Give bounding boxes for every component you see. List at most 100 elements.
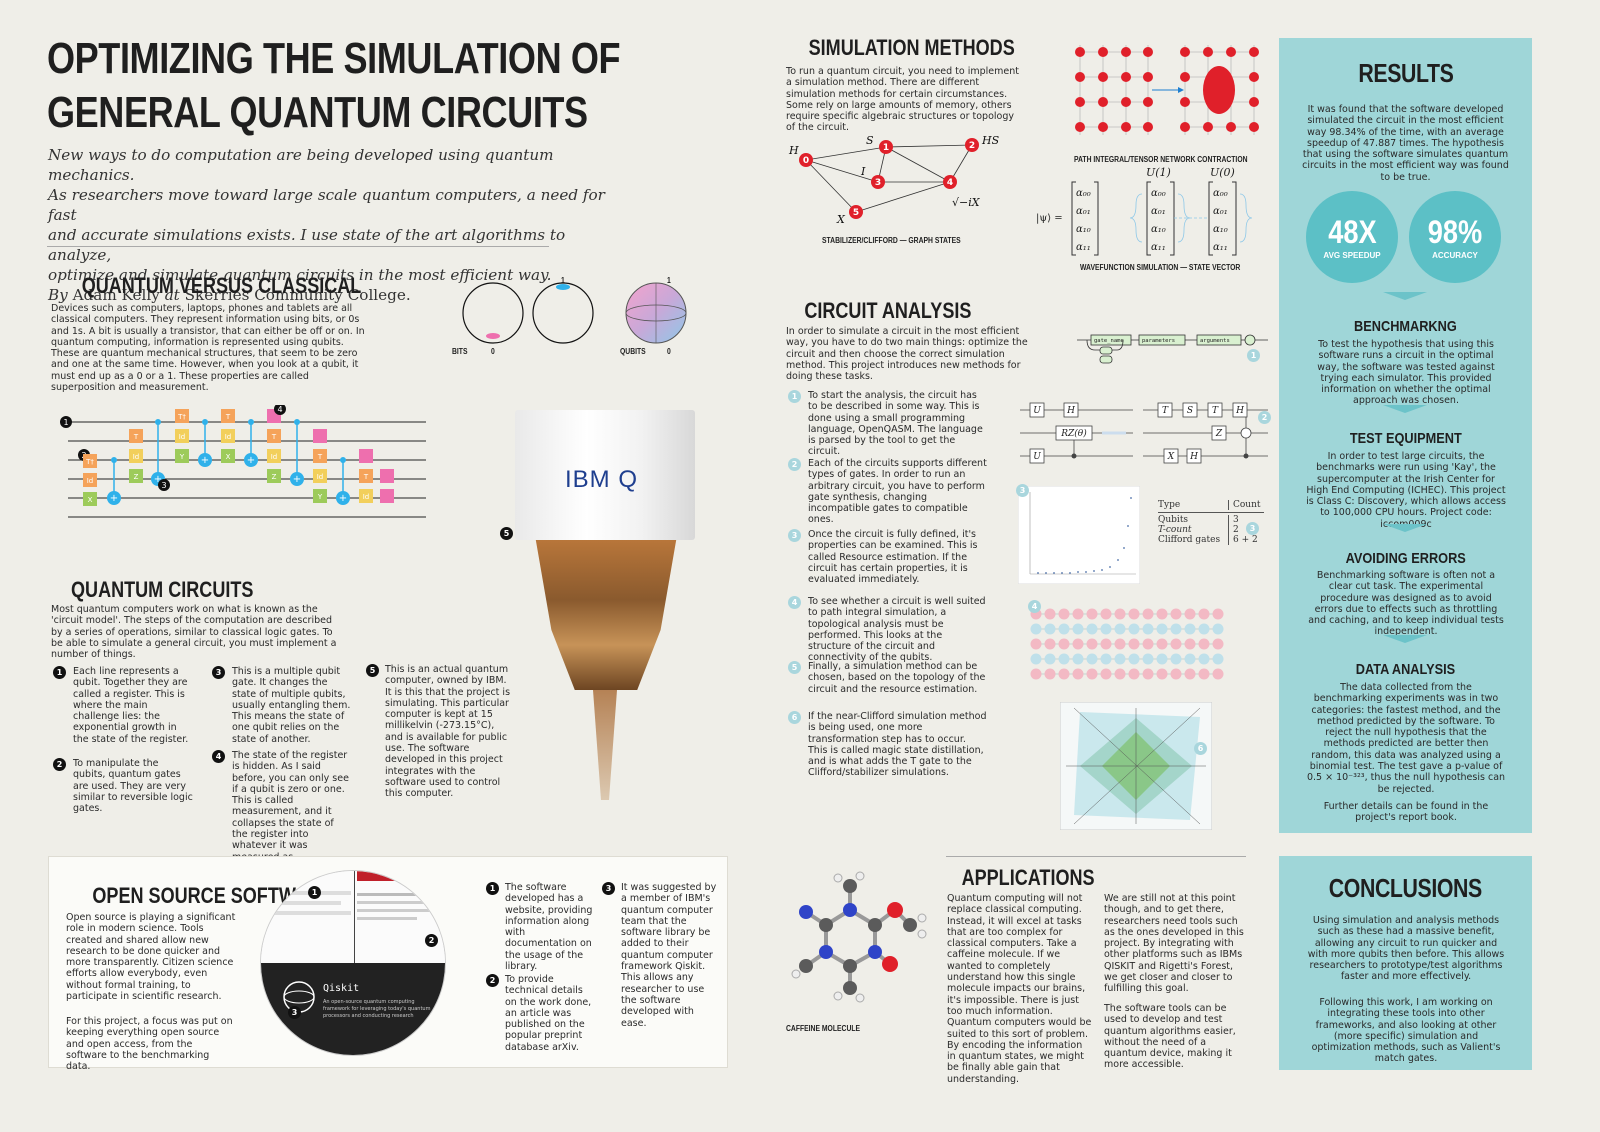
item-text: This is a multiple qubit gate. It change… (232, 666, 351, 745)
lattice-node (1086, 623, 1098, 635)
lattice-node (1128, 668, 1140, 680)
lattice-node (1086, 653, 1098, 665)
item-number: 3 (212, 666, 225, 679)
circuits-item-4: 4 The state of the register is hidden. A… (212, 750, 352, 863)
lattice-node (1170, 653, 1182, 665)
table-row: T-count 2 (1158, 525, 1264, 535)
scaling-plot (1018, 486, 1140, 584)
oss-marker-2: 2 (425, 934, 438, 947)
lattice-node (1030, 638, 1042, 650)
item-text: Once the circuit is fully defined, it's … (808, 529, 978, 586)
lattice-node (1058, 608, 1070, 620)
lattice-node (1156, 608, 1168, 620)
lattice-node (1114, 638, 1126, 650)
stabilizer-polytope (1060, 702, 1212, 830)
lattice-node (1198, 623, 1210, 635)
lattice-node (1170, 668, 1182, 680)
lattice-node (1142, 608, 1154, 620)
item-text: To see whether a circuit is well suited … (808, 596, 986, 664)
svg-text:+: + (110, 493, 118, 504)
lattice-node (1072, 653, 1084, 665)
analysis-text: In order to simulate a circuit in the mo… (786, 326, 1028, 383)
circuits-item-5: 5 This is an actual quantum computer, ow… (366, 664, 511, 800)
svg-text:Z: Z (272, 473, 277, 481)
lattice-node (1072, 623, 1084, 635)
lattice-node (1128, 638, 1140, 650)
svg-text:α₁₀: α₁₀ (1151, 224, 1166, 235)
analysis-item-6: 6 If the near-Clifford simulation method… (788, 711, 988, 779)
lattice-node (1198, 668, 1210, 680)
bits-one-label: 1 (561, 276, 565, 285)
results-panel (1279, 38, 1532, 833)
oss-item-2: 2 To provide technical details on the wo… (486, 974, 596, 1053)
conclusions-text-2: Following this work, I am working on int… (1311, 997, 1501, 1065)
intro-line-3: and accurate simulations exists. I use s… (48, 226, 566, 264)
lattice-node (1030, 668, 1042, 680)
circuits-item-2: 2 To manipulate the qubits, quantum gate… (53, 758, 193, 814)
svg-text:5: 5 (853, 208, 859, 218)
data-heading: DATA ANALYSIS (1355, 661, 1456, 678)
title-line-2: GENERAL QUANTUM CIRCUITS (47, 88, 588, 137)
item-number: 4 (212, 750, 225, 763)
svg-text:+: + (339, 493, 347, 504)
item-number: 2 (486, 974, 499, 987)
svg-text:Id: Id (225, 433, 232, 441)
lattice-node (1114, 623, 1126, 635)
lattice-node (1198, 638, 1210, 650)
syntax-parameters: parameters (1142, 338, 1175, 344)
svg-text:U: U (1033, 452, 1041, 462)
lattice-node (1156, 623, 1168, 635)
header-divider (47, 246, 549, 247)
syntax-gate-name: gate_name (1094, 338, 1124, 344)
lattice-node (1030, 623, 1042, 635)
applications-col-2b: The software tools can be used to develo… (1104, 1003, 1236, 1071)
svg-text:T: T (225, 413, 231, 421)
item-number: 5 (788, 661, 801, 674)
analysis-marker-2: 2 (1258, 411, 1271, 424)
svg-text:T: T (363, 473, 369, 481)
lattice-node (1086, 668, 1098, 680)
circuits-heading: QUANTUM CIRCUITS (71, 577, 254, 602)
svg-text:Id: Id (317, 473, 324, 481)
byline-prefix: By (48, 286, 68, 304)
svg-text:1: 1 (63, 418, 68, 427)
data-heading-wrap: DATA ANALYSIS (1279, 659, 1532, 678)
lattice-node (1212, 623, 1224, 635)
bit-one-circle (532, 282, 594, 344)
item-number: 1 (53, 666, 66, 679)
caffeine-molecule-image (791, 871, 927, 1003)
svg-text:H: H (1066, 406, 1075, 416)
svg-text:T†: T† (177, 413, 186, 421)
lattice-node (1100, 623, 1112, 635)
table-cell: T-count (1158, 525, 1192, 535)
node-label-x: X (836, 213, 846, 226)
svg-text:α₀₁: α₀₁ (1076, 206, 1091, 217)
item-text: To manipulate the qubits, quantum gates … (73, 758, 193, 815)
item-text: The state of the register is hidden. As … (232, 750, 349, 863)
stat-accuracy: 98% ACCURACY (1409, 191, 1501, 283)
qubits-zero-label: 0 (667, 347, 671, 356)
svg-text:α₀₀: α₀₀ (1213, 188, 1228, 199)
lattice-node (1072, 608, 1084, 620)
bits-zero-label: 0 (491, 347, 495, 356)
author-name: Adam Kelly (72, 286, 160, 304)
lattice-node (1044, 608, 1056, 620)
lattice-node (1114, 668, 1126, 680)
item-text: Each of the circuits supports different … (808, 458, 987, 526)
syntax-arguments: arguments (1200, 338, 1230, 344)
qiskit-subtitle: An open-source quantum computing framewo… (323, 999, 431, 1019)
marker-5: 5 (500, 527, 513, 540)
svg-text:α₀₁: α₀₁ (1151, 206, 1166, 217)
data-text: The data collected from the benchmarking… (1306, 682, 1506, 795)
svg-text:4: 4 (277, 405, 282, 414)
lattice-node (1142, 623, 1154, 635)
item-text: The software developed has a website, pr… (505, 882, 593, 973)
item-number: 4 (788, 596, 801, 609)
further-details: Further details can be found in the proj… (1323, 801, 1489, 824)
lattice-node (1044, 638, 1056, 650)
lattice-node (1170, 608, 1182, 620)
analysis-marker-1: 1 (1247, 349, 1260, 362)
conclusions-panel (1279, 856, 1532, 1070)
conclusions-heading-wrap: CONCLUSIONS (1279, 873, 1532, 904)
